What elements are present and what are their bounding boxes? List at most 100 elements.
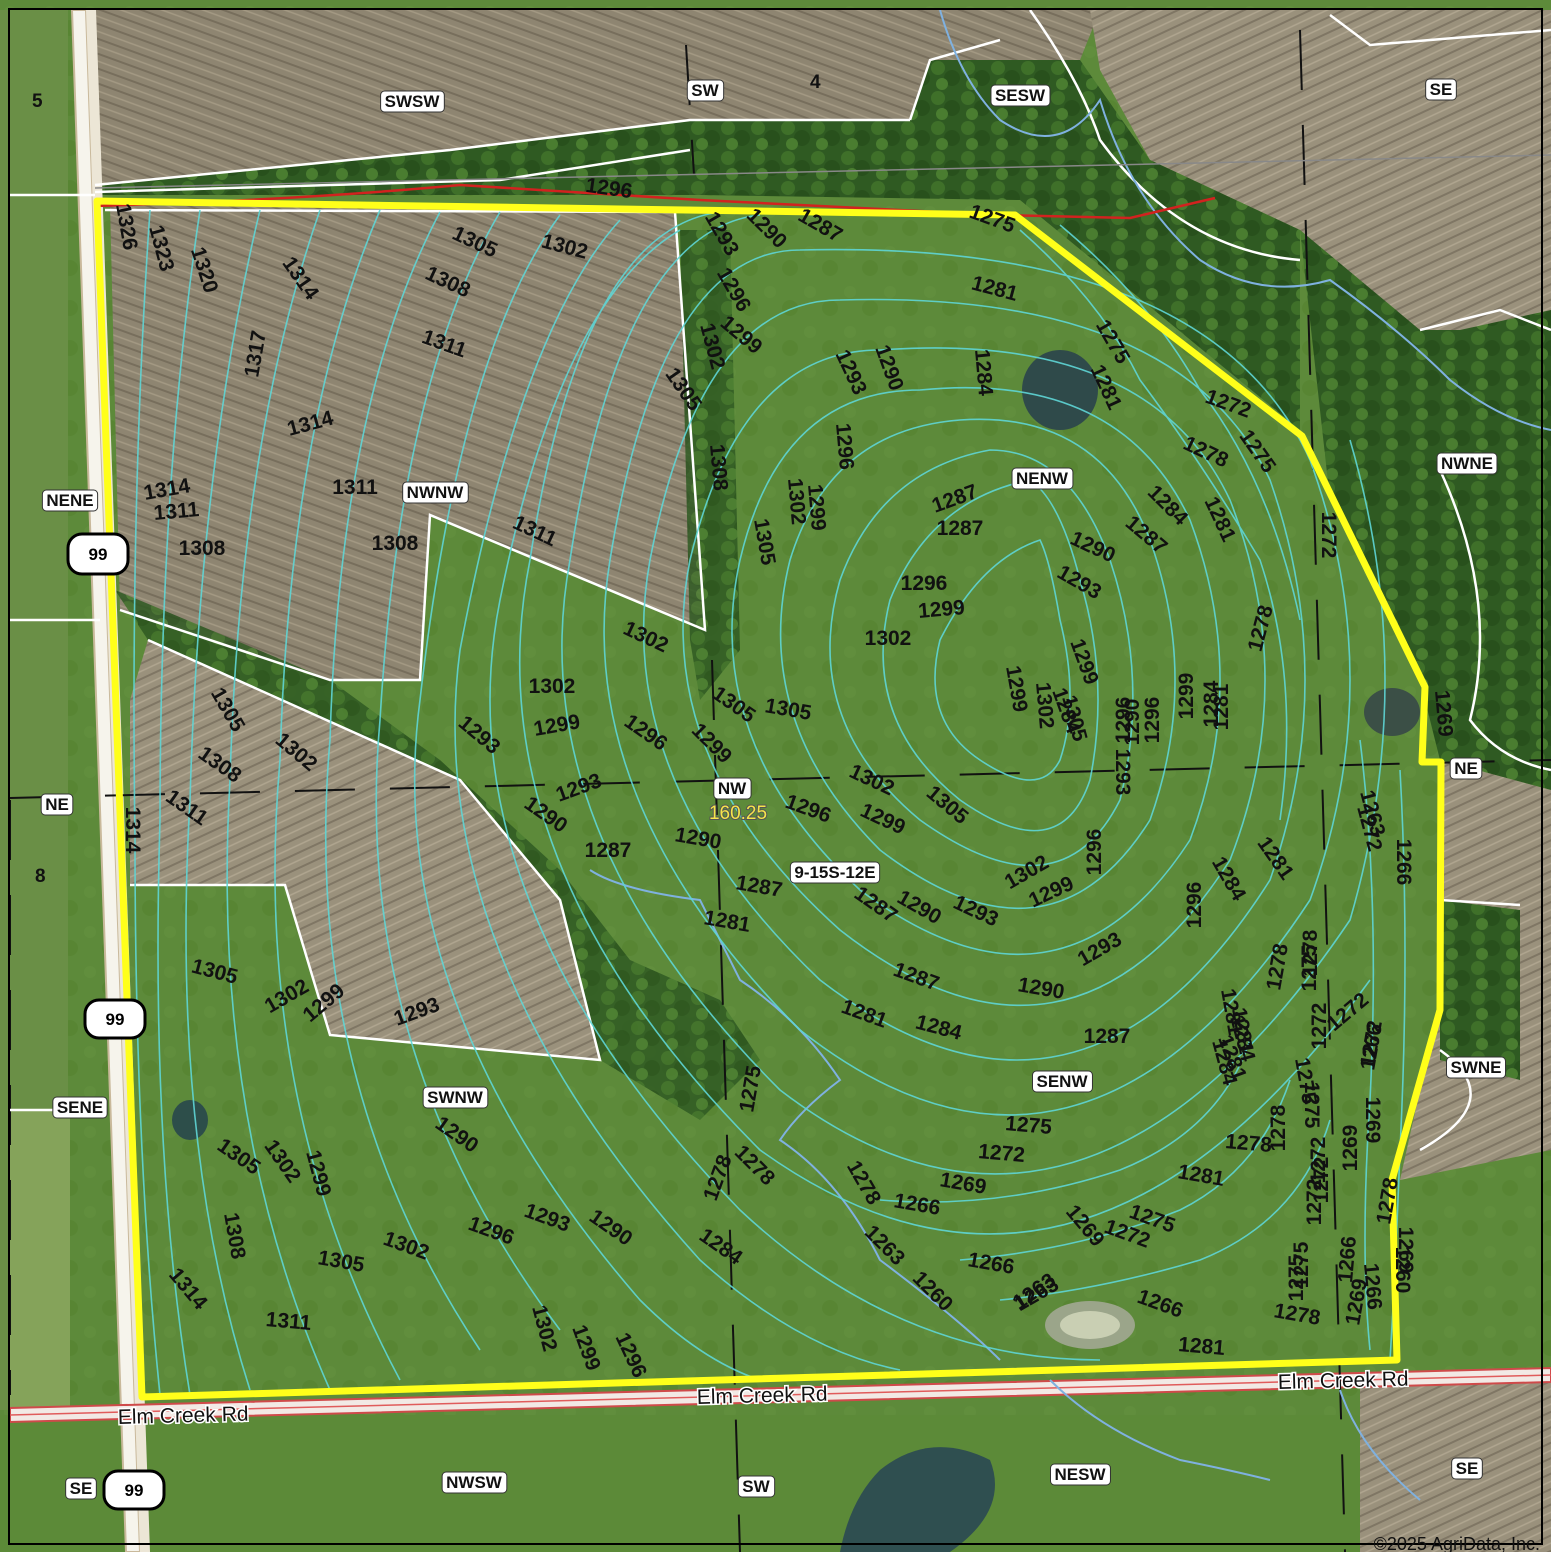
contour-elevation-label: 1302 [783, 477, 810, 526]
quarter-label-box [1011, 467, 1074, 490]
quarter-label-box [422, 1086, 489, 1109]
contour-elevation-label: 1296 [1112, 697, 1135, 744]
quarter-label-text: SWNW [427, 1088, 484, 1107]
section-number: 4 [810, 72, 821, 93]
contour-elevation-label: 1302 [1031, 681, 1058, 730]
quarter-label-text: SE [70, 1479, 93, 1498]
utility-line [94, 154, 1551, 189]
contour-lines [133, 209, 1406, 1396]
contour-elevation-label: 1266 [1334, 1235, 1361, 1284]
road-label: Elm Creek Rd [697, 1383, 828, 1409]
section-number: 8 [35, 866, 46, 887]
contour-elevation-label: 1278 [1224, 1130, 1273, 1157]
quarter-label-box [990, 84, 1051, 107]
quarter-label: NENE [41, 489, 99, 512]
contour-elevation-label: 1287 [937, 517, 984, 540]
quarter-label: SW [686, 79, 725, 102]
field-boundaries [10, 9, 1551, 1152]
svg-text:99: 99 [89, 545, 108, 564]
contour-elevation-label: 1287 [1084, 1025, 1131, 1048]
road-label: Elm Creek Rd [118, 1403, 249, 1429]
quarter-label-box [441, 1471, 508, 1494]
svg-text:99: 99 [106, 1010, 125, 1029]
contour-elevation-label: 1296 [1183, 882, 1206, 929]
contour-elevation-label: 1275 [1290, 1241, 1313, 1288]
contour-elevation-label: 1293 [1111, 749, 1134, 796]
contour-elevation-label: 1269 [1361, 1097, 1384, 1144]
contour-elevation-label: 1278 [1299, 929, 1322, 976]
contour-elevation-label: 1284 [970, 348, 997, 397]
contour-elevation-label: 1275 [1004, 1112, 1053, 1139]
quarter-label-box [737, 1475, 776, 1498]
contour-elevation-label: 1272 [1310, 1157, 1333, 1204]
quarter-label-text: SW [691, 81, 719, 100]
contour-elevation-label: 1266 [1392, 839, 1415, 886]
map-frame [8, 8, 1543, 1545]
quarter-label-box [41, 489, 99, 512]
contour-elevation-label: 1275 [1298, 944, 1321, 991]
contour-elevation-label: 1281 [1177, 1333, 1226, 1360]
quarter-label: NWNW [402, 481, 469, 504]
contour-elevation-label: 1272 [1303, 1179, 1326, 1226]
quarter-label-text: NWSW [446, 1473, 503, 1492]
contour-elevation-label: 1269 [1394, 1227, 1417, 1274]
highway-shield: 99 [83, 998, 147, 1040]
contour-elevation-label: 1272 [1308, 1003, 1331, 1050]
quarter-label-text: NWNE [1441, 454, 1493, 473]
contour-elevation-label: 1299 [803, 483, 830, 532]
section-number: 5 [32, 91, 43, 112]
contour-elevation-label: 1296 [1141, 697, 1164, 744]
contour-elevation-label: 1260 [1391, 1247, 1414, 1294]
highway-shield: 99 [66, 532, 130, 576]
contour-elevation-label: 1269 [1339, 1125, 1362, 1172]
contour-elevation-label: 1296 [1083, 829, 1106, 876]
contour-elevation-label: 1311 [265, 1308, 313, 1335]
contour-elevation-label: 1290 [1121, 699, 1144, 746]
quarter-label-box [686, 79, 725, 102]
quarter-label: SE [1451, 1457, 1483, 1480]
road-label: Elm Creek Rd [1278, 1368, 1409, 1394]
quarter-label-box [713, 777, 752, 800]
contour-elevation-label: 1296 [901, 572, 948, 595]
contour-elevation-label: 1311 [153, 498, 201, 525]
quarter-label-text: NE [1454, 759, 1478, 778]
quarter-label-text: 9-15S-12E [794, 863, 875, 882]
quarter-label-text: SE [1456, 1459, 1479, 1478]
contour-elevation-label: 1299 [1175, 673, 1198, 720]
quarter-label: SWNE [1446, 1056, 1506, 1079]
contour-elevation-label: 1308 [179, 537, 226, 560]
quarter-label: 9-15S-12E [789, 861, 881, 884]
contour-elevation-label: 1275 [1300, 1082, 1323, 1129]
quarter-label-box [789, 861, 881, 884]
contour-elevation-label: 1278 [1267, 1104, 1290, 1151]
quarter-label-text: NWNW [407, 483, 465, 502]
quarter-label-box [402, 481, 469, 504]
quarter-label: NE [40, 793, 74, 816]
quarter-label-text: NENW [1016, 469, 1069, 488]
contour-elevation-label: 1287 [585, 839, 632, 862]
quarter-label: SW [737, 1475, 776, 1498]
quarter-label: NWSW [441, 1471, 508, 1494]
quarter-label: NENW [1011, 467, 1074, 490]
contour-elevation-label: 1275 [1285, 1254, 1308, 1301]
contour-elevation-label: 1281 [1210, 683, 1233, 730]
quarter-label-box [1425, 78, 1457, 101]
quarter-label-box [40, 793, 74, 816]
quarter-label: SESW [990, 84, 1051, 107]
quarter-label-text: NENE [46, 491, 93, 510]
quarter-label-text: SE [1430, 80, 1453, 99]
streams [589, 9, 1551, 1501]
contour-elevation-label: 1296 [831, 422, 858, 471]
quarter-label-text: SW [742, 1477, 770, 1496]
contour-elevation-label: 1284 [1200, 680, 1223, 727]
quarter-label-box [65, 1477, 97, 1500]
contour-elevation-label: 1266 [1359, 1262, 1386, 1311]
quarter-label-box [1449, 757, 1483, 780]
contour-elevation-label: 1302 [529, 675, 576, 698]
contour-elevation-label: 1272 [1317, 512, 1340, 559]
contour-elevation-label: 1308 [372, 532, 419, 555]
quarter-label: SE [65, 1477, 97, 1500]
quarter-label-text: NW [718, 779, 747, 798]
